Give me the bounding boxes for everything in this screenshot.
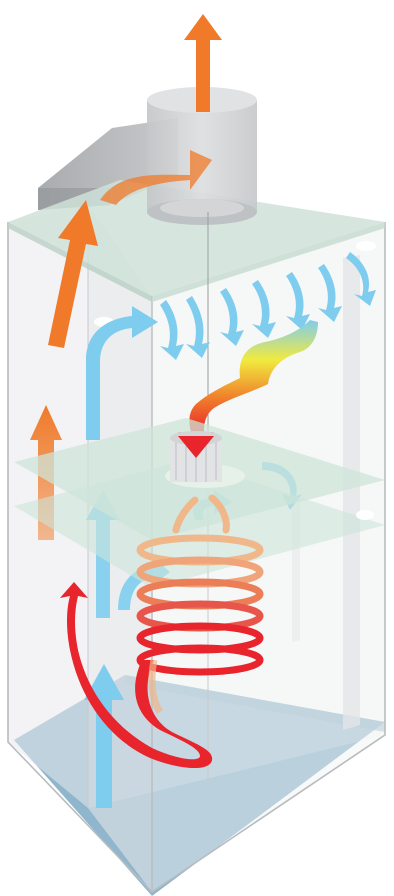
heat-exchanger-coil <box>136 494 264 676</box>
air-curl-4 <box>252 280 276 338</box>
exhaust-rise-arrow <box>48 200 98 348</box>
hot-water-ribbon <box>60 582 213 769</box>
flue-collar <box>147 87 257 440</box>
air-curl-5 <box>286 272 310 330</box>
air-curl-7 <box>346 252 376 306</box>
exhaust-curve-arrow <box>100 150 212 205</box>
air-curl-3 <box>220 288 244 346</box>
exhaust-out-arrow <box>184 14 222 112</box>
air-curl-1 <box>160 300 184 360</box>
air-curl-2 <box>186 296 210 358</box>
air-curl-6 <box>318 264 342 322</box>
air-up-left-arrow <box>86 306 158 440</box>
burner <box>165 431 245 488</box>
